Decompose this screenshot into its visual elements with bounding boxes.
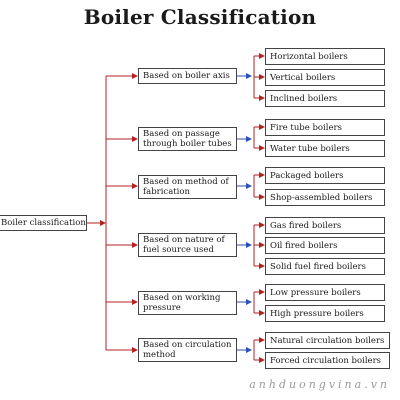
leaf-node: Low pressure boilers <box>265 284 385 301</box>
leaf-label: Gas fired boilers <box>270 220 342 231</box>
root-node: Boiler classification <box>0 215 87 231</box>
leaf-label: Fire tube boilers <box>270 122 342 133</box>
leaf-label: Water tube boilers <box>270 143 350 154</box>
leaf-label: Solid fuel fired boilers <box>270 261 366 272</box>
leaf-label: Low pressure boilers <box>270 287 361 298</box>
leaf-node: Vertical boilers <box>265 69 385 86</box>
category-node-working-pressure: Based on working pressure <box>138 291 237 315</box>
leaf-node: Forced circulation boilers <box>265 352 390 369</box>
leaf-label: Packaged boilers <box>270 170 344 181</box>
leaf-label: Shop-assembled boilers <box>270 192 373 203</box>
category-label: Based on working pressure <box>143 293 221 313</box>
leaf-label: Forced circulation boilers <box>270 355 381 366</box>
leaf-node: Inclined boilers <box>265 90 385 107</box>
leaf-node: Horizontal boilers <box>265 48 385 65</box>
category-label: Based on passage through boiler tubes <box>143 129 232 149</box>
category-node-fabrication: Based on method of fabrication <box>138 175 237 199</box>
leaf-label: Inclined boilers <box>270 93 338 104</box>
page-title: Boiler Classification <box>83 5 317 29</box>
leaf-node: Gas fired boilers <box>265 217 385 234</box>
leaf-node: Oil fired boilers <box>265 237 385 254</box>
leaf-label: Horizontal boilers <box>270 51 348 62</box>
leaf-node: Fire tube boilers <box>265 119 385 136</box>
category-label: Based on boiler axis <box>143 71 230 81</box>
category-node-tube-passage: Based on passage through boiler tubes <box>138 127 237 151</box>
category-label: Based on nature of fuel source used <box>143 235 225 255</box>
leaf-node: Solid fuel fired boilers <box>265 258 385 275</box>
leaf-label: High pressure boilers <box>270 308 364 319</box>
leaf-node: Packaged boilers <box>265 167 385 184</box>
category-node-fuel-source: Based on nature of fuel source used <box>138 233 237 257</box>
leaf-node: Shop-assembled boilers <box>265 189 385 206</box>
category-label: Based on method of fabrication <box>143 177 229 197</box>
leaf-label: Vertical boilers <box>270 72 336 83</box>
leaf-node: High pressure boilers <box>265 305 385 322</box>
watermark: anhduongvina.vn <box>249 378 390 391</box>
category-node-circulation: Based on circulation method <box>138 338 237 362</box>
leaf-node: Natural circulation boilers <box>265 332 390 349</box>
leaf-label: Natural circulation boilers <box>270 335 385 346</box>
leaf-label: Oil fired boilers <box>270 240 338 251</box>
leaf-node: Water tube boilers <box>265 140 385 157</box>
root-node-label: Boiler classification <box>1 218 86 228</box>
root-arrow <box>100 220 106 226</box>
category-label: Based on circulation method <box>143 340 232 360</box>
category-node-boiler-axis: Based on boiler axis <box>138 68 237 84</box>
